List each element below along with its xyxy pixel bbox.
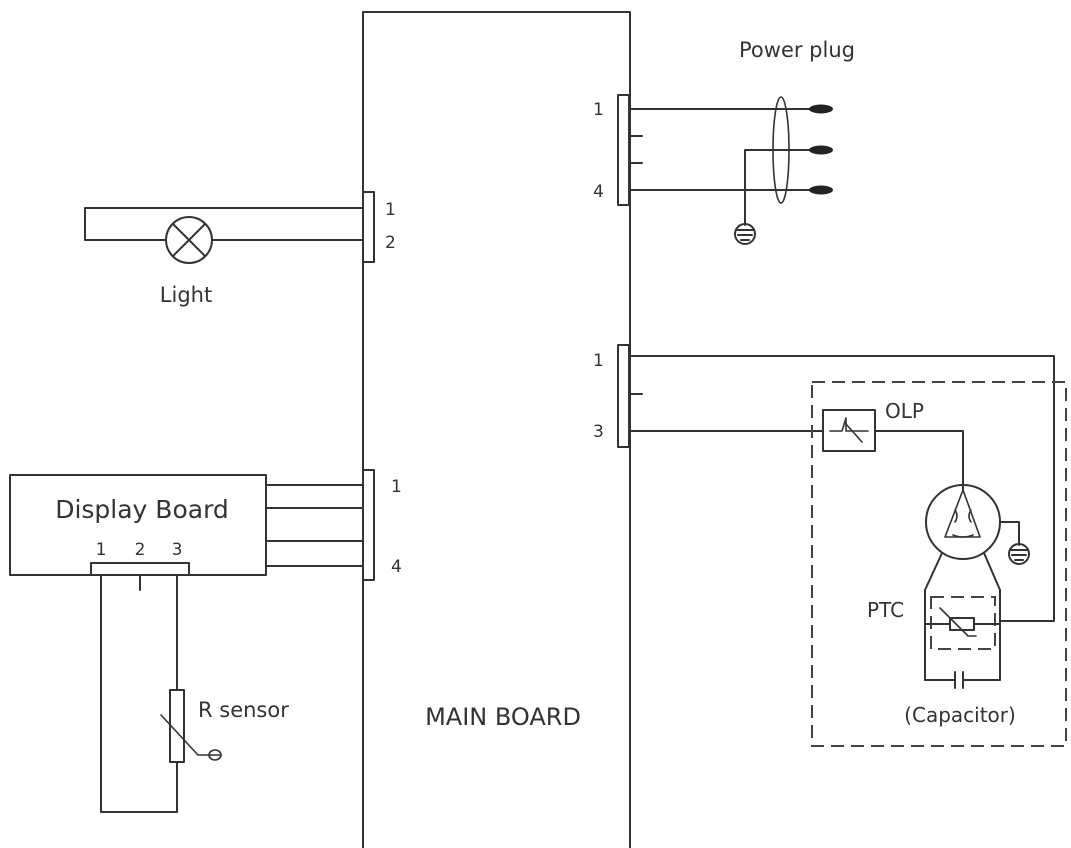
display-connector-pin-1: 1 xyxy=(391,477,402,497)
display-board-pin-1: 1 xyxy=(96,540,107,560)
light-label: Light xyxy=(160,283,212,307)
compressor-earth-wire xyxy=(999,521,1020,546)
r-sensor: R sensor xyxy=(100,574,289,813)
cable-bundle-icon xyxy=(772,96,790,204)
ptc-icon xyxy=(949,617,975,631)
display-board-pin-2: 2 xyxy=(135,540,146,560)
compressor-wire-1 xyxy=(628,355,1055,622)
compressor-connector-pin-3: 3 xyxy=(593,422,604,442)
display-connector-pin-4: 4 xyxy=(391,557,402,577)
power-connector xyxy=(617,94,630,206)
light-wire-1 xyxy=(84,207,364,241)
r-sensor-label: R sensor xyxy=(198,698,289,722)
display-board-outline xyxy=(9,474,267,576)
ground-icon xyxy=(734,223,756,245)
display-board-connector xyxy=(90,562,190,576)
power-plug-circuit: 1 4 Power plug xyxy=(593,38,855,245)
thermistor-icon xyxy=(169,689,185,763)
compressor-connector xyxy=(617,344,630,448)
temperature-theta-icon xyxy=(208,749,222,761)
olp-label: OLP xyxy=(885,399,924,423)
capacitor-icon xyxy=(954,671,964,689)
motor-lead-left xyxy=(924,552,943,681)
display-connector xyxy=(362,469,375,581)
thermistor-slash xyxy=(160,714,211,756)
sensor-wire-loop xyxy=(100,574,178,813)
compressor-motor-icon xyxy=(925,484,1001,560)
ptc-label: PTC xyxy=(867,598,904,622)
light-circuit: 1 2 Light xyxy=(84,191,396,307)
compressor-connector-pin-1: 1 xyxy=(593,351,604,371)
display-board: Display Board 1 2 3 1 4 xyxy=(9,469,402,591)
plug-pin-2 xyxy=(809,145,833,155)
capacitor-label: (Capacitor) xyxy=(904,703,1016,727)
light-connector-pin-1: 1 xyxy=(385,200,396,220)
main-board-label: MAIN BOARD xyxy=(425,703,581,731)
ptc-slash xyxy=(939,607,977,637)
power-connector-pin-1: 1 xyxy=(593,100,604,120)
light-connector-pin-2: 2 xyxy=(385,233,396,253)
light-connector xyxy=(362,191,375,263)
plug-pin-1 xyxy=(809,104,833,114)
plug-pin-3 xyxy=(809,185,833,195)
power-wire-earth xyxy=(744,149,811,226)
olp-wire xyxy=(874,430,964,491)
olp-bimetal-icon xyxy=(829,417,869,432)
display-board-pin-3: 3 xyxy=(172,540,183,560)
compressor-circuit: 1 3 OLP PTC xyxy=(593,344,1067,747)
display-board-label: Display Board xyxy=(55,495,229,524)
lamp-icon xyxy=(165,216,213,264)
motor-lead-right xyxy=(983,552,1001,681)
main-board: MAIN BOARD xyxy=(362,11,631,848)
compressor-enclosure xyxy=(811,381,1067,747)
compressor-ground-icon xyxy=(1008,543,1030,565)
power-connector-pin-4: 4 xyxy=(593,182,604,202)
power-plug-label: Power plug xyxy=(739,38,855,62)
